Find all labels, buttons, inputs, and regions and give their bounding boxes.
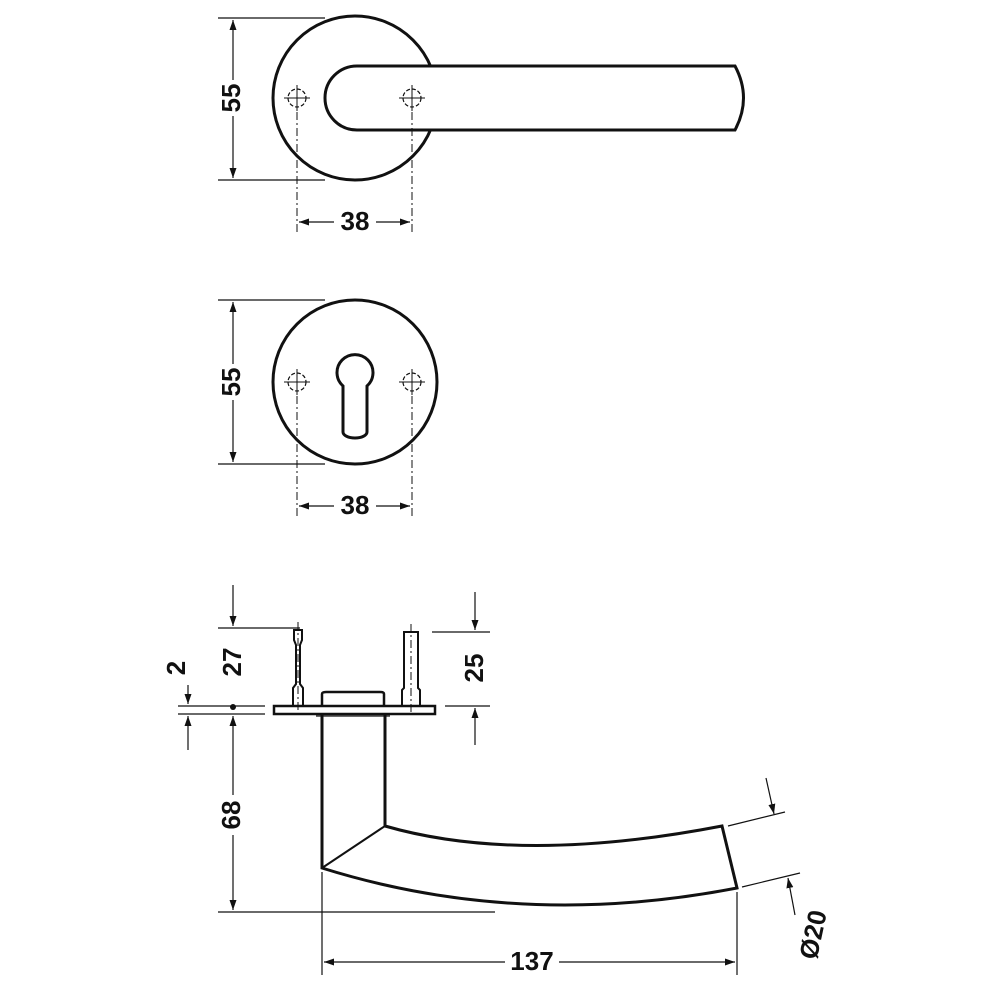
dim-plate-thickness: 2 [161, 661, 191, 675]
lever-side-view: 27 2 68 25 137 Ø20 [161, 585, 833, 976]
escutcheon-view: 55 38 [216, 298, 439, 520]
lever-top-view: 55 38 [216, 14, 745, 236]
dim-offset: 68 [216, 801, 246, 830]
pin-right [401, 631, 421, 707]
dim-hole-spacing: 38 [341, 206, 370, 236]
dim-height: 55 [216, 84, 246, 113]
dim-height: 55 [216, 368, 246, 397]
screw-hole-icon [283, 368, 311, 396]
dim-pin-right: 25 [459, 654, 489, 683]
pin-left [292, 629, 304, 707]
lever-outline [323, 64, 745, 132]
keyhole [335, 353, 375, 440]
screw-hole-icon [398, 368, 426, 396]
screw-hole-icon [283, 84, 311, 112]
dim-hole-spacing: 38 [341, 490, 370, 520]
dim-projection: 137 [510, 946, 553, 976]
dim-diameter: Ø20 [793, 907, 833, 961]
dim-pin-length: 27 [217, 648, 247, 677]
